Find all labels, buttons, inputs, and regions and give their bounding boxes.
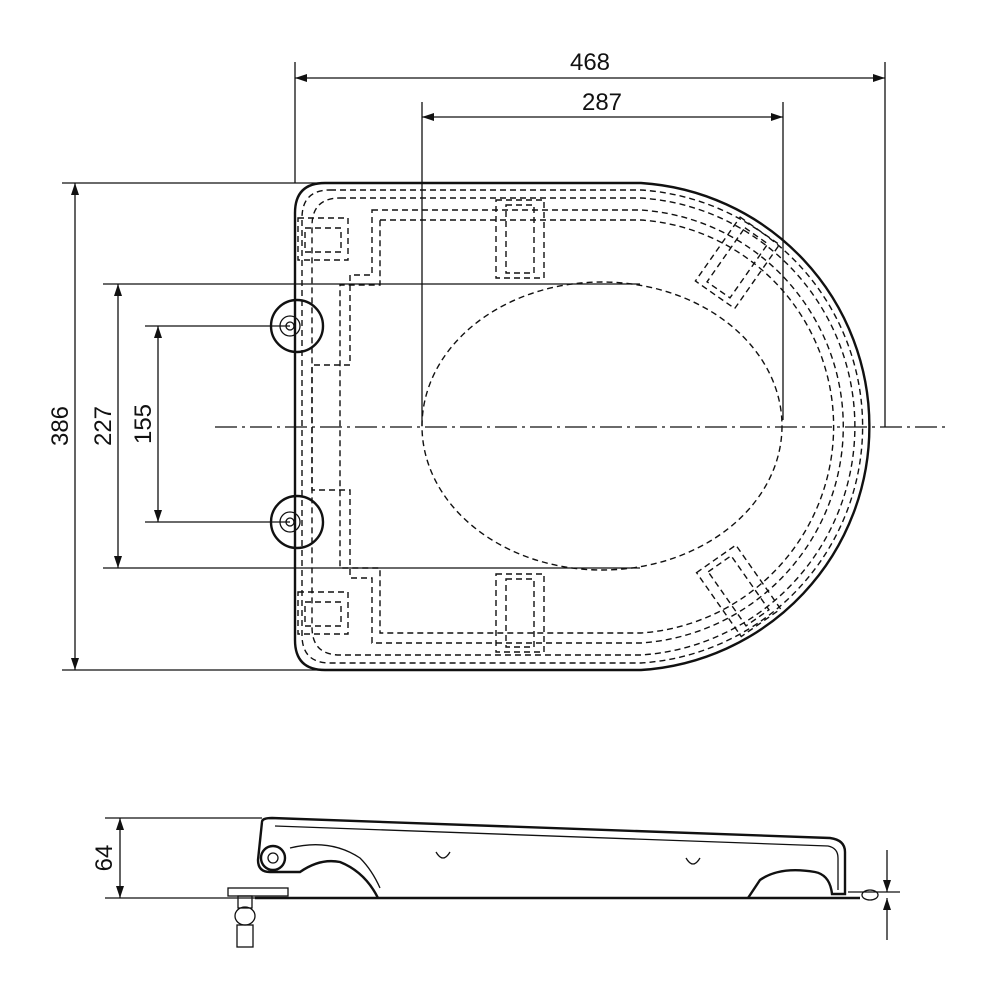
seat-opening — [421, 281, 783, 571]
dimension-155: 155 — [130, 325, 290, 523]
dimension-label-386: 386 — [47, 406, 74, 446]
seat-outer-outline — [293, 181, 871, 672]
bumper-top-right — [694, 216, 781, 310]
dimension-468: 468 — [294, 49, 886, 427]
side-view: 64 — [91, 816, 900, 948]
bumper-top-left — [495, 199, 545, 279]
seat-inner-profile — [289, 844, 381, 889]
dimension-label-287: 287 — [582, 89, 622, 116]
seat-inner-rim-2 — [339, 219, 835, 634]
hinge-block-bottom — [297, 591, 349, 635]
lid-inner-profile — [274, 825, 839, 890]
dimension-label-64: 64 — [91, 845, 118, 872]
dimension-label-155: 155 — [130, 404, 157, 444]
top-view: 468 287 386 227 155 — [47, 49, 945, 672]
dimension-287: 287 — [421, 89, 784, 426]
bumper-side-2 — [685, 857, 701, 865]
bumper-side-1 — [435, 851, 451, 859]
seat-rim-dashed-2 — [311, 197, 856, 656]
lid-profile — [260, 816, 847, 899]
seat-profile — [256, 821, 380, 899]
dimension-label-468: 468 — [570, 49, 610, 76]
seat-rim-dashed-1 — [301, 189, 864, 664]
dimension-small-right — [848, 850, 900, 940]
bumper-bottom-left — [495, 573, 545, 653]
hinge-side — [227, 844, 289, 948]
hinge-block-top — [297, 217, 349, 261]
dimension-227: 227 — [90, 283, 640, 569]
dimension-64: 64 — [91, 817, 262, 899]
dimension-label-227: 227 — [90, 406, 117, 446]
dimension-386: 386 — [47, 182, 325, 671]
bumper-bottom-right — [695, 544, 782, 638]
